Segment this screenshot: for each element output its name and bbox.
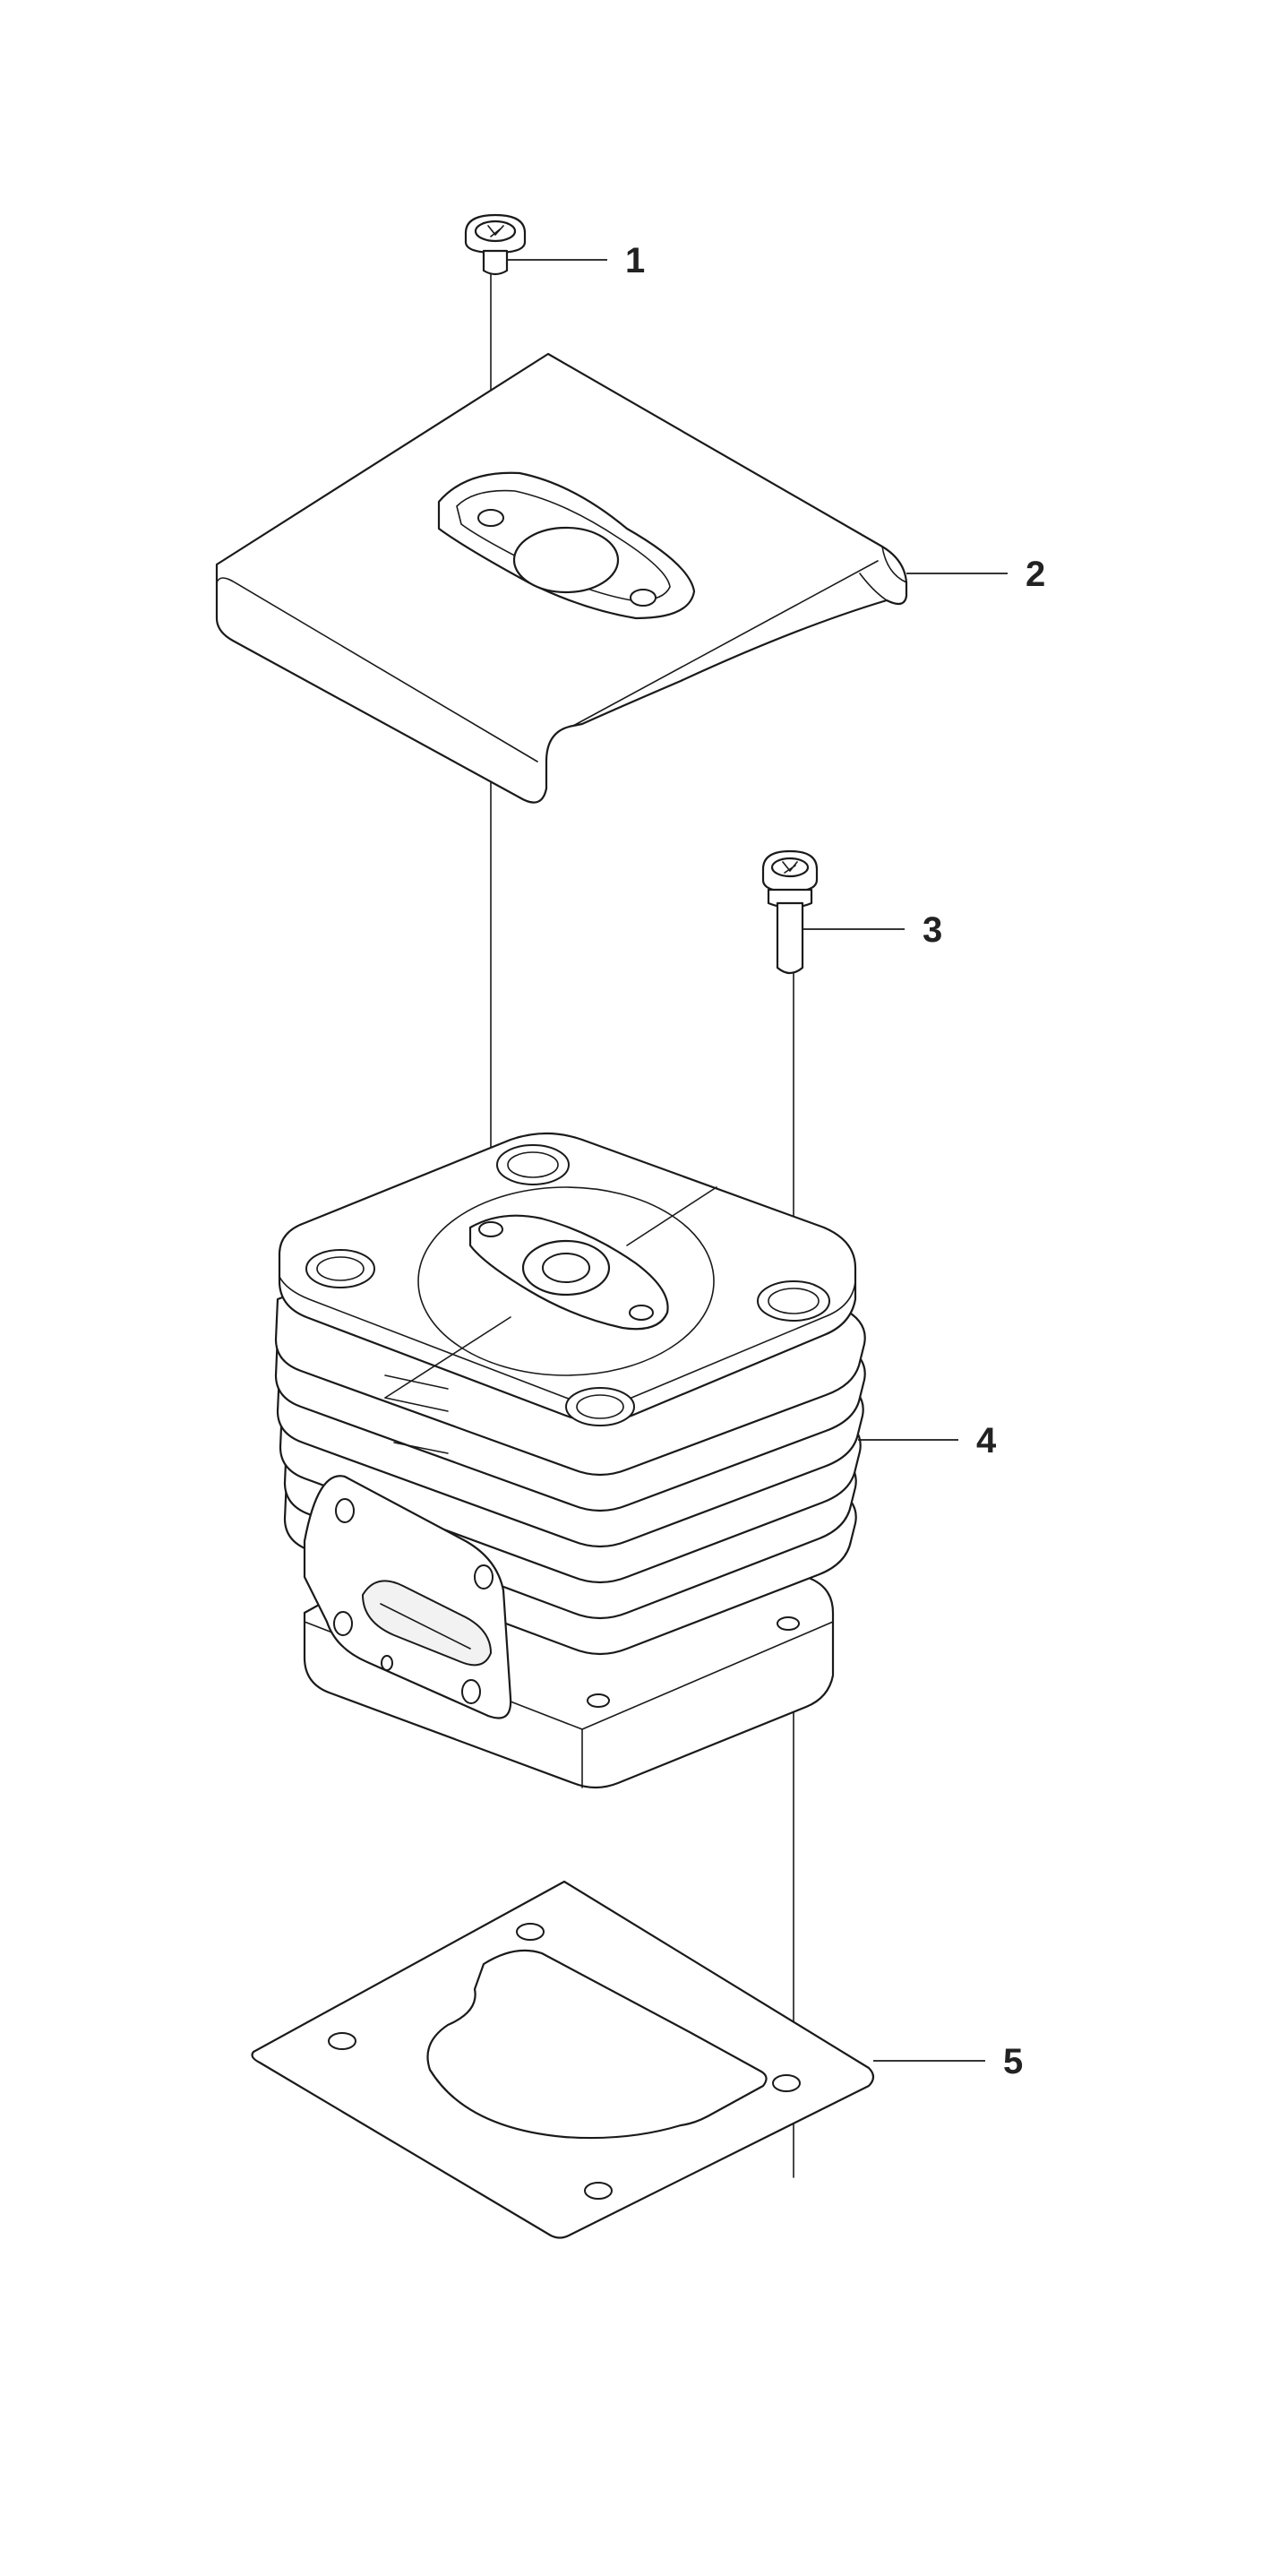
- callout-1: 1: [625, 241, 645, 280]
- callout-3: 3: [923, 910, 942, 950]
- callout-4: 4: [976, 1421, 997, 1460]
- part-1-screw[interactable]: [464, 213, 527, 276]
- callout-2: 2: [1026, 555, 1045, 594]
- callout-5: 5: [1003, 2042, 1023, 2081]
- callout-labels: 1 2 3 4 5: [625, 241, 1045, 2081]
- part-5-gasket[interactable]: [251, 1880, 875, 2239]
- leader-lines: [507, 259, 1008, 2062]
- part-4-cylinder[interactable]: [274, 1132, 866, 1789]
- part-2-cover-plate[interactable]: [215, 352, 908, 804]
- part-3-long-screw[interactable]: [761, 849, 819, 975]
